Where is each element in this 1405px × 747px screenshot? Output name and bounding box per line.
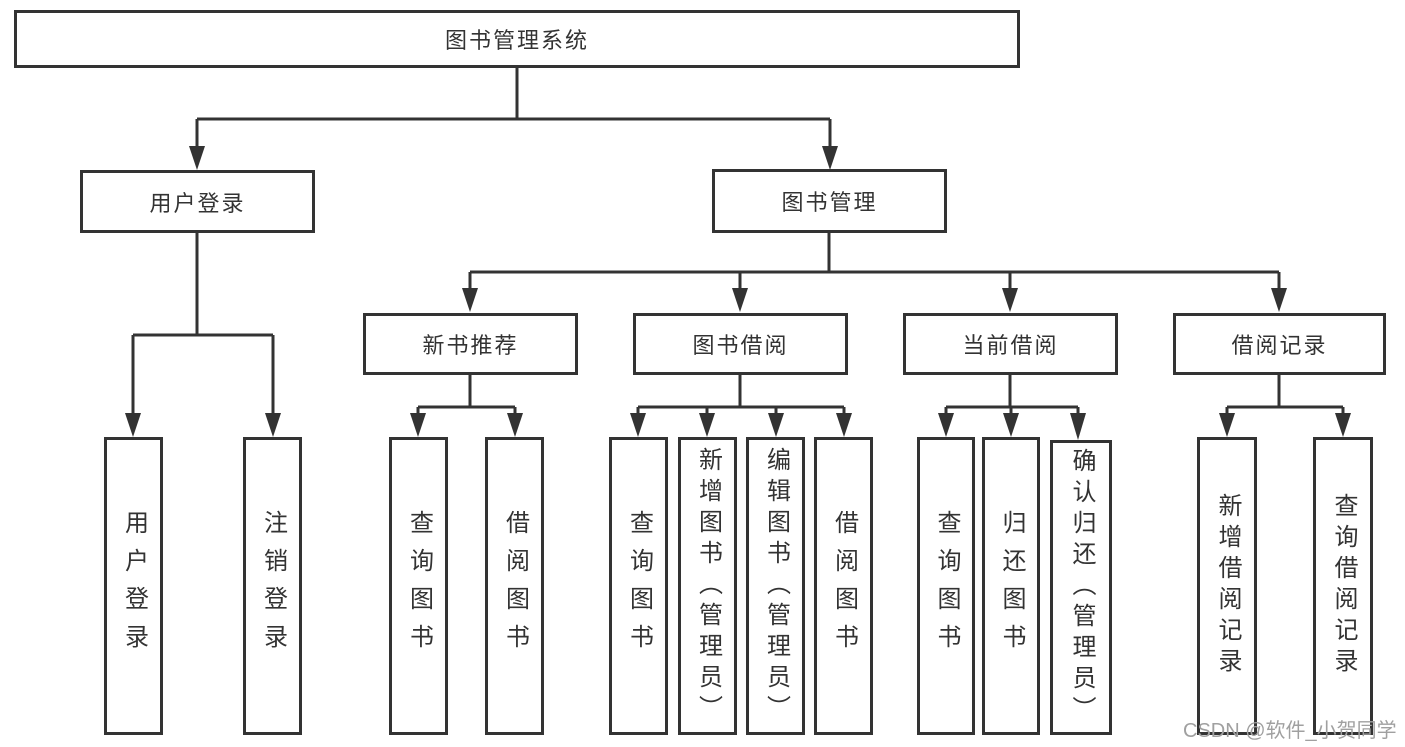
- leaf-return-book: 归还图书: [982, 437, 1040, 735]
- node-library-system-root: 图书管理系统: [14, 10, 1020, 68]
- leaf-add-borrow-record: 新增借阅记录: [1197, 437, 1257, 735]
- leaf-label: 确认归还（管理员）: [1068, 448, 1095, 727]
- node-label: 图书管理系统: [444, 28, 589, 53]
- node-label: 当前借阅: [962, 333, 1059, 358]
- node-book-borrow: 图书借阅: [633, 313, 848, 375]
- node-user-login: 用户登录: [80, 170, 315, 233]
- connector-root-to-level2: [189, 68, 838, 170]
- leaf-label: 查询图书: [405, 510, 433, 662]
- node-borrow-records: 借阅记录: [1173, 313, 1386, 375]
- leaf-label: 查询图书: [933, 510, 960, 662]
- leaf-label: 借阅图书: [501, 510, 529, 662]
- leaf-logout: 注销登录: [243, 437, 302, 735]
- leaf-query-books-borrow: 查询图书: [609, 437, 668, 735]
- node-book-management: 图书管理: [712, 169, 947, 233]
- leaf-label: 用户登录: [120, 510, 148, 662]
- leaf-label: 注销登录: [259, 510, 287, 662]
- leaf-label: 归还图书: [998, 510, 1025, 662]
- leaf-user-login: 用户登录: [104, 437, 163, 735]
- connector-currentborrow-to-leaves: [938, 375, 1086, 440]
- leaf-label: 新增借阅记录: [1214, 493, 1241, 679]
- connector-records-to-leaves: [1219, 375, 1351, 437]
- leaf-borrow-books-newbooks: 借阅图书: [485, 437, 544, 735]
- leaf-add-book-admin: 新增图书（管理员）: [678, 437, 737, 735]
- connector-bookborrow-to-leaves: [630, 375, 852, 437]
- connector-newbooks-to-leaves: [410, 375, 523, 437]
- csdn-watermark: CSDN @软件_小贺同学: [1183, 720, 1397, 742]
- node-new-book-recommend: 新书推荐: [363, 313, 578, 375]
- leaf-edit-book-admin: 编辑图书（管理员）: [746, 437, 805, 735]
- leaf-label: 新增图书（管理员）: [694, 446, 722, 726]
- leaf-label: 查询借阅记录: [1330, 493, 1357, 679]
- leaf-query-borrow-record: 查询借阅记录: [1313, 437, 1373, 735]
- leaf-label: 编辑图书（管理员）: [762, 446, 790, 726]
- node-current-borrow: 当前借阅: [903, 313, 1118, 375]
- leaf-query-books-newbooks: 查询图书: [389, 437, 448, 735]
- connector-login-to-leaves: [125, 233, 281, 437]
- node-label: 用户登录: [149, 190, 246, 216]
- leaf-query-books-current: 查询图书: [917, 437, 975, 735]
- leaf-label: 查询图书: [625, 510, 653, 662]
- leaf-borrow-books-borrow: 借阅图书: [814, 437, 873, 735]
- node-label: 图书借阅: [692, 333, 789, 358]
- node-label: 新书推荐: [422, 333, 519, 358]
- node-label: 借阅记录: [1231, 333, 1328, 358]
- leaf-confirm-return-admin: 确认归还（管理员）: [1050, 440, 1112, 735]
- connector-bookmgmt-to-level3: [462, 233, 1287, 312]
- node-label: 图书管理: [781, 190, 878, 215]
- leaf-label: 借阅图书: [830, 510, 858, 662]
